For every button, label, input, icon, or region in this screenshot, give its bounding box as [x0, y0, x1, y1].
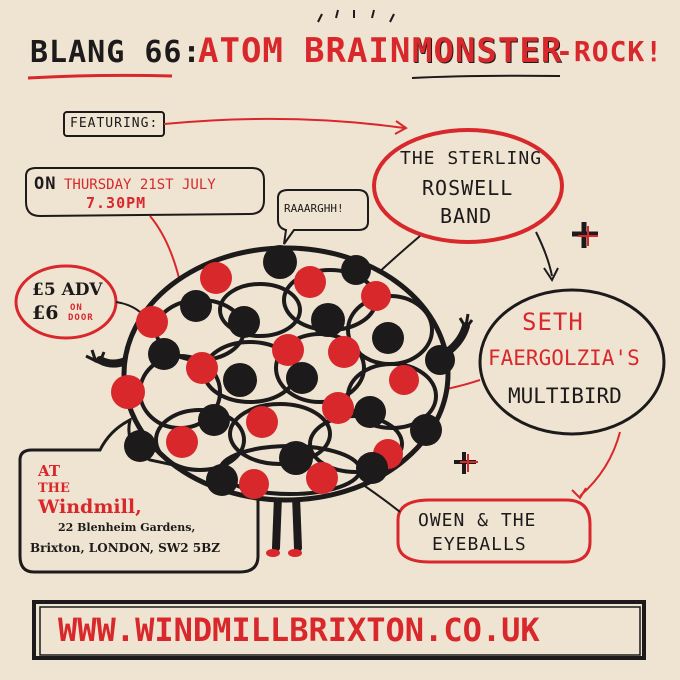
website-box [32, 600, 646, 660]
title-monster: MONSTER [412, 31, 563, 71]
price-door-note-2: DOOR [68, 313, 94, 323]
band1-line2: ROSWELL [422, 176, 514, 200]
price-adv: £5 ADV [32, 280, 103, 300]
band2-line2: FAERGOLZIA'S [488, 346, 640, 370]
venue-street: 22 Blenheim Gardens, [58, 521, 196, 534]
band2-line1: SETH [522, 308, 584, 336]
band3-line2: EYEBALLS [432, 534, 527, 555]
date-day: THURSDAY 21ST JULY [64, 177, 216, 193]
website-url[interactable]: WWW.WINDMILLBRIXTON.CO.UK [58, 611, 540, 649]
band1-line1: THE STERLING [400, 148, 543, 169]
title-prefix: BLANG 66: [30, 35, 202, 70]
band1-line3: BAND [440, 204, 493, 228]
price-door: £6 [32, 302, 59, 324]
date-time: 7.30PM [86, 194, 147, 212]
venue-the: THE [38, 481, 70, 496]
venue-name: Windmill, [38, 496, 142, 518]
band3-bubble [396, 498, 592, 564]
band2-bubble [478, 288, 666, 436]
plus-icon [572, 222, 598, 248]
band2-line3: MULTIBIRD [508, 384, 622, 408]
shout-text: RAAARGHH! [284, 202, 344, 215]
featuring-label: FEATURING: [70, 116, 159, 131]
shout-bubble [277, 189, 369, 245]
date-bubble [25, 167, 265, 218]
title-atom: ATOM [198, 31, 284, 71]
price-bubble [14, 264, 118, 340]
plus-icon [454, 452, 478, 474]
band1-bubble [372, 128, 564, 244]
venue-city: Brixton, LONDON, SW2 5BZ [30, 541, 221, 555]
sparkle-icon [317, 9, 395, 23]
price-door-note-1: ON [70, 303, 83, 313]
band3-line1: OWEN & THE [418, 510, 537, 531]
venue-at: AT [38, 462, 60, 480]
monster-body [111, 245, 455, 503]
date-on: ON [34, 174, 57, 194]
title-brain: BRAIN [304, 31, 412, 71]
title-rock: -ROCK! [556, 35, 664, 68]
